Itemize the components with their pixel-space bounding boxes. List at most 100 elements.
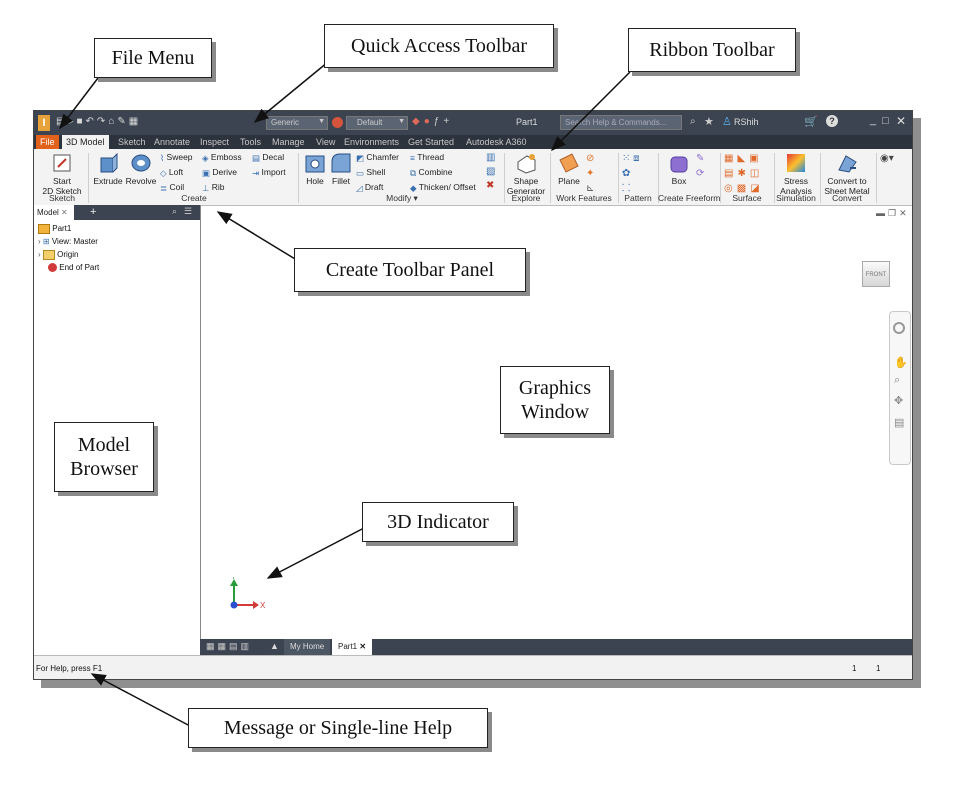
tab-view[interactable]: View: [316, 137, 336, 147]
undo-icon[interactable]: ↶: [85, 116, 97, 127]
panel-label-create-freeform[interactable]: Create Freeform: [658, 193, 721, 203]
tab-autodesk-a360[interactable]: Autodesk A360: [466, 137, 527, 147]
move-face-icon[interactable]: ▧: [486, 166, 496, 177]
stitch-icon[interactable]: ▦: [724, 153, 738, 164]
measure-icon[interactable]: ✎: [117, 116, 129, 127]
close-view-icon[interactable]: ✕: [899, 208, 910, 218]
maximize-button[interactable]: □: [882, 115, 889, 127]
shell-button[interactable]: ▭ Shell: [356, 166, 385, 178]
viewcube[interactable]: FRONT: [862, 261, 890, 287]
rib-button[interactable]: ⊥ Rib: [202, 181, 225, 193]
repair-icon[interactable]: ◪: [750, 183, 764, 194]
hole-button[interactable]: Hole: [302, 152, 328, 186]
tab-sketch[interactable]: Sketch: [118, 137, 146, 147]
appearance-dropdown[interactable]: Default ▼: [346, 116, 408, 130]
expand-icon[interactable]: ›: [38, 237, 41, 246]
clear-appearance-icon[interactable]: ◆: [412, 116, 424, 127]
loft-button[interactable]: ◇ Loft: [160, 166, 183, 178]
point-icon[interactable]: ✦: [586, 168, 595, 179]
convert-icon[interactable]: ⟳: [696, 168, 705, 179]
ribbon-options-icon[interactable]: ◉▾: [880, 153, 894, 164]
tab-file[interactable]: File: [36, 135, 59, 149]
rectangular-pattern-icon[interactable]: ⁙: [622, 153, 631, 164]
emboss-button[interactable]: ◈ Emboss: [202, 151, 242, 163]
chamfer-button[interactable]: ◩ Chamfer: [356, 151, 399, 163]
revolve-button[interactable]: Revolve: [124, 152, 158, 186]
panel-label-modify[interactable]: Modify ▾: [386, 193, 418, 203]
search-field[interactable]: Search Help & Commands...: [560, 115, 682, 130]
pan-icon[interactable]: ✋: [894, 357, 908, 369]
ucs-icon[interactable]: ⊾: [586, 183, 595, 194]
patch-icon[interactable]: ◣: [737, 153, 750, 164]
minimize-view-icon[interactable]: ▬: [876, 208, 888, 218]
panel-label-work-features[interactable]: Work Features: [556, 193, 612, 203]
thread-button[interactable]: ≡ Thread: [410, 151, 444, 163]
app-logo[interactable]: I: [38, 115, 50, 131]
panel-label-surface[interactable]: Surface: [732, 193, 762, 203]
panel-label-simulation[interactable]: Simulation: [776, 193, 816, 203]
user-icon[interactable]: ♙: [722, 116, 732, 128]
sculpt-icon[interactable]: ▤: [724, 168, 738, 179]
panel-label-explore[interactable]: Explore: [511, 193, 541, 203]
expand-icon[interactable]: ›: [38, 250, 41, 260]
user-name[interactable]: RShih: [734, 117, 759, 127]
replace-face-icon[interactable]: ◎: [724, 183, 737, 194]
edit-form-icon[interactable]: ✎: [696, 153, 705, 164]
close-button[interactable]: ✕: [896, 114, 907, 128]
extend-icon[interactable]: ✱: [737, 168, 750, 179]
fx-icon[interactable]: ƒ: [433, 116, 444, 127]
tab-my-home[interactable]: My Home: [284, 639, 331, 655]
appearance-icon[interactable]: [332, 117, 343, 128]
derive-button[interactable]: ▣ Derive: [202, 166, 237, 178]
draft-button[interactable]: ◿ Draft: [356, 181, 383, 193]
save-icon[interactable]: ■: [76, 116, 86, 127]
tab-tools[interactable]: Tools: [240, 137, 262, 147]
select-icon[interactable]: ▦: [128, 116, 142, 127]
panel-label-sketch[interactable]: Sketch: [49, 193, 75, 203]
sweep-button[interactable]: ⌇ Sweep: [160, 151, 193, 163]
restore-view-icon[interactable]: ❐: [888, 208, 900, 218]
help-icon[interactable]: ?: [826, 115, 838, 127]
close-icon[interactable]: ✕: [359, 642, 367, 651]
stress-analysis-button[interactable]: Stress Analysis: [776, 152, 816, 196]
combine-button[interactable]: ⧉ Combine: [410, 166, 452, 178]
minimize-button[interactable]: _: [870, 114, 877, 126]
tab-part1[interactable]: Part1 ✕: [332, 639, 373, 655]
zoom-icon[interactable]: ⌕: [894, 374, 901, 386]
tab-list-icon[interactable]: ▲: [270, 641, 279, 651]
fillet-button[interactable]: Fillet: [328, 152, 354, 186]
convert-to-sheet-metal-button[interactable]: Convert to Sheet Metal: [822, 152, 872, 196]
thicken-offset-button[interactable]: ◆ Thicken/ Offset: [410, 181, 476, 193]
tab-inspect[interactable]: Inspect: [200, 137, 230, 147]
redo-icon[interactable]: ↷: [96, 116, 109, 127]
tree-item-view[interactable]: › ⊞ View: Master: [38, 237, 98, 246]
ruled-icon[interactable]: ▩: [736, 183, 751, 194]
panel-label-create[interactable]: Create: [181, 193, 207, 203]
plane-button[interactable]: Plane: [554, 152, 584, 186]
box-button[interactable]: Box: [664, 152, 694, 186]
plus-icon[interactable]: +: [443, 116, 454, 127]
axis-icon[interactable]: ⊘: [586, 153, 595, 164]
extrude-button[interactable]: Extrude: [92, 152, 124, 186]
decal-button[interactable]: ▤ Decal: [252, 151, 284, 163]
orbit-icon[interactable]: ✥: [894, 395, 904, 407]
close-icon[interactable]: ✕: [61, 208, 68, 217]
cart-icon[interactable]: 🛒: [804, 116, 818, 128]
look-at-icon[interactable]: ▤: [894, 417, 905, 429]
delete-face-icon[interactable]: ✖: [486, 180, 495, 191]
circular-pattern-icon[interactable]: ✿: [622, 168, 631, 179]
tree-item-origin[interactable]: › Origin: [38, 250, 78, 260]
start-2d-sketch-button[interactable]: Start 2D Sketch: [40, 152, 84, 196]
mirror-icon[interactable]: ⧈: [633, 153, 640, 164]
add-browser-tab-icon[interactable]: +: [90, 206, 97, 218]
steering-wheel-icon[interactable]: [893, 322, 905, 334]
tab-3d-model[interactable]: 3D Model: [62, 135, 109, 149]
tab-annotate[interactable]: Annotate: [154, 137, 191, 147]
split-icon[interactable]: ▥: [486, 152, 496, 163]
home-icon[interactable]: ⌂: [108, 116, 118, 127]
binoculars-icon[interactable]: ⌕: [690, 116, 696, 127]
panel-label-convert[interactable]: Convert: [832, 193, 862, 203]
tree-item-part[interactable]: Part1: [38, 224, 71, 234]
browser-tab-model[interactable]: Model ✕: [34, 205, 74, 220]
tab-get-started[interactable]: Get Started: [408, 137, 455, 147]
